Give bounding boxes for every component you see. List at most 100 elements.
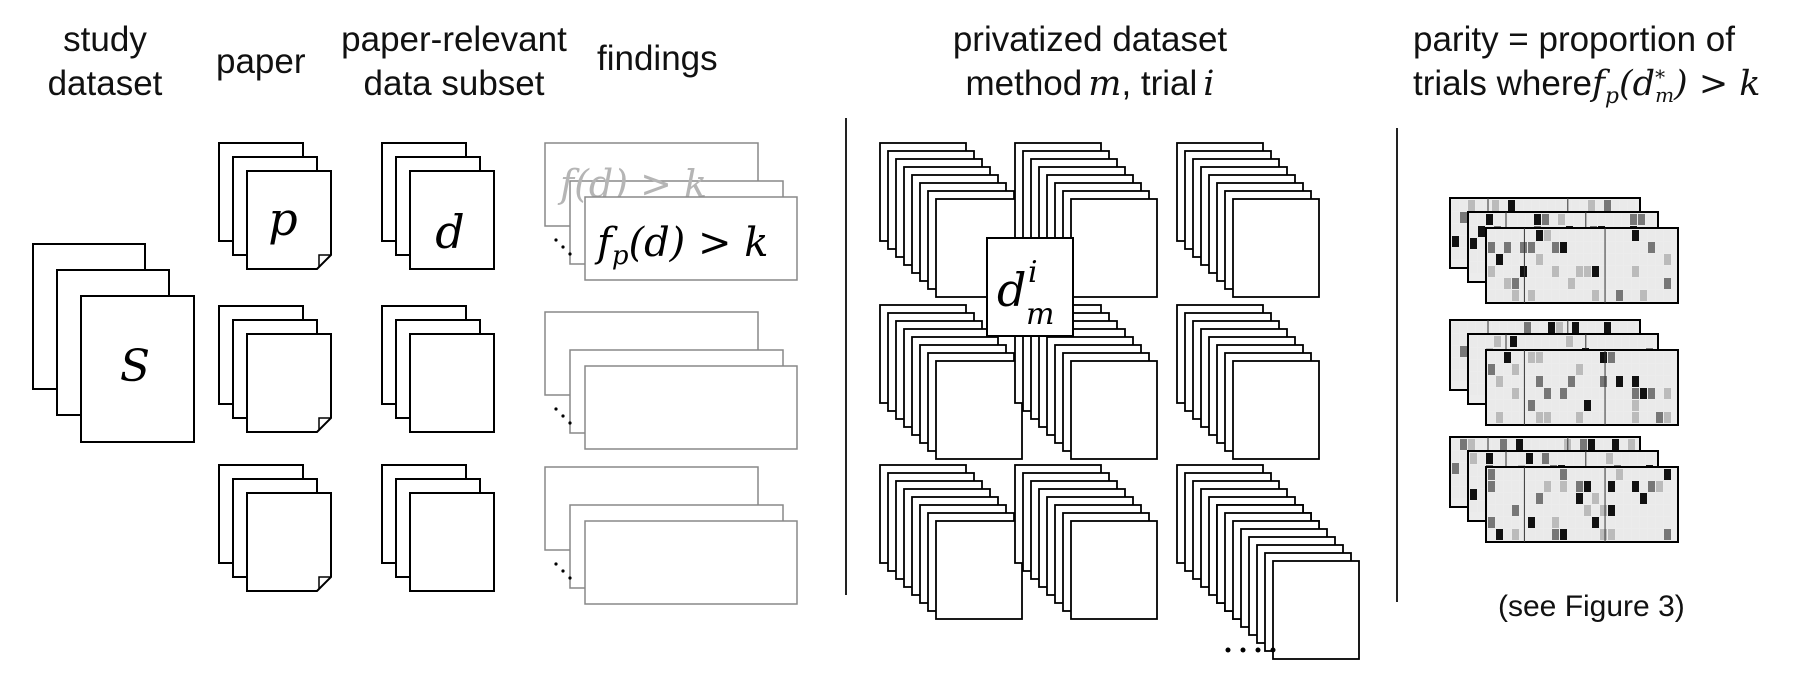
parity-cell — [1528, 469, 1535, 480]
ellipsis-dot — [1255, 647, 1261, 653]
parity-cell — [1614, 214, 1621, 225]
parity-cell — [1648, 400, 1655, 411]
parity-cell — [1452, 200, 1459, 211]
parity-cell — [1528, 230, 1535, 241]
parity-cell — [1656, 388, 1663, 399]
parity-cell — [1632, 242, 1639, 253]
parity-cell — [1476, 439, 1483, 450]
parity-cell — [1492, 200, 1499, 211]
parity-cell — [1624, 376, 1631, 387]
parity-cell — [1470, 384, 1477, 395]
parity-cell — [1552, 230, 1559, 241]
parity-cell — [1496, 412, 1503, 423]
parity-cell — [1478, 238, 1485, 249]
parity-cell — [1608, 266, 1615, 277]
parity-cell — [1544, 242, 1551, 253]
parity-cell — [1518, 214, 1525, 225]
parity-cell — [1556, 322, 1563, 333]
parity-cell — [1632, 278, 1639, 289]
parity-cell — [1632, 493, 1639, 504]
parity-cell — [1534, 453, 1541, 464]
parity-cell — [1460, 439, 1467, 450]
paper-dog-ear — [318, 417, 331, 430]
header-study-line2: dataset — [47, 64, 163, 103]
parity-cell — [1584, 242, 1591, 253]
privatized-page — [1070, 360, 1158, 460]
parity-cell — [1600, 517, 1607, 528]
parity-cell — [1536, 254, 1543, 265]
parity-cell — [1560, 493, 1567, 504]
privatized-page — [1232, 198, 1320, 298]
privatized-page — [935, 360, 1023, 460]
parity-cell — [1628, 439, 1635, 450]
parity-cell — [1496, 230, 1503, 241]
parity-cell — [1470, 214, 1477, 225]
study-dataset-stack: S — [32, 243, 195, 443]
parity-cell — [1488, 278, 1495, 289]
parity-cell — [1608, 481, 1615, 492]
parity-cell — [1488, 230, 1495, 241]
parity-cell — [1552, 242, 1559, 253]
finding-front-p: p — [612, 241, 629, 271]
parity-cell — [1512, 517, 1519, 528]
parity-cell — [1504, 266, 1511, 277]
parity-cell — [1608, 230, 1615, 241]
header-parity: parity = proportion of trials wherefp(d*… — [1413, 18, 1813, 119]
parity-cell — [1512, 266, 1519, 277]
paper-page — [246, 333, 332, 433]
parity-cell — [1512, 400, 1519, 411]
parity-cell — [1640, 481, 1647, 492]
parity-cell — [1560, 388, 1567, 399]
parity-cell — [1624, 242, 1631, 253]
parity-cell — [1496, 517, 1503, 528]
parity-cell — [1622, 214, 1629, 225]
parity-cell — [1608, 388, 1615, 399]
parity-cell — [1664, 481, 1671, 492]
subset-stacks — [381, 142, 495, 592]
parity-cell — [1520, 266, 1527, 277]
parity-cell — [1584, 529, 1591, 540]
parity-cell — [1544, 230, 1551, 241]
parity-cell — [1664, 278, 1671, 289]
parity-cell — [1516, 322, 1523, 333]
parity-cell — [1536, 376, 1543, 387]
parity-cell — [1536, 266, 1543, 277]
parity-cell — [1520, 481, 1527, 492]
parity-cell — [1604, 322, 1611, 333]
parity-cell — [1640, 517, 1647, 528]
privatized-stack — [1176, 142, 1320, 298]
parity-cell — [1552, 278, 1559, 289]
parity-cell — [1664, 517, 1671, 528]
parity-cell — [1638, 214, 1645, 225]
parity-cell — [1580, 439, 1587, 450]
parity-cell — [1616, 242, 1623, 253]
parity-cell — [1624, 278, 1631, 289]
parity-cell — [1568, 517, 1575, 528]
parity-cell — [1616, 493, 1623, 504]
parity-cell — [1614, 453, 1621, 464]
privatized-stack — [1176, 304, 1320, 460]
header-paper-relevant-line2: data subset — [363, 64, 545, 103]
parity-card — [1485, 466, 1679, 543]
study-page-front — [80, 295, 195, 443]
parity-cell — [1656, 529, 1663, 540]
parity-cell — [1616, 469, 1623, 480]
parity-formula-p: p — [1604, 84, 1620, 109]
parity-cell — [1664, 242, 1671, 253]
parity-cell — [1528, 254, 1535, 265]
parity-cell — [1624, 412, 1631, 423]
parity-cell — [1488, 352, 1495, 363]
parity-cell — [1608, 517, 1615, 528]
parity-cell — [1504, 400, 1511, 411]
parity-cell — [1544, 266, 1551, 277]
parity-cell — [1608, 400, 1615, 411]
privatized-sub: m — [1026, 297, 1054, 332]
parity-cell — [1476, 322, 1483, 333]
parity-cell — [1640, 493, 1647, 504]
parity-cell — [1608, 529, 1615, 540]
parity-cell — [1492, 439, 1499, 450]
parity-cell — [1496, 388, 1503, 399]
parity-cell — [1504, 388, 1511, 399]
parity-cell — [1470, 348, 1477, 359]
